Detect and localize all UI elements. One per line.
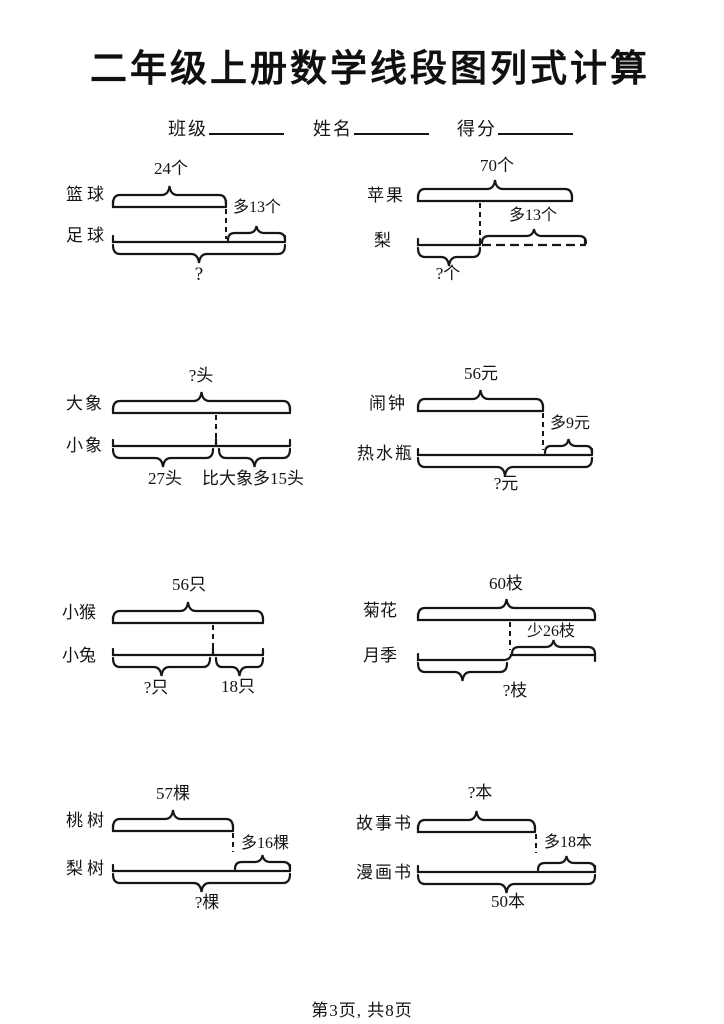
p7-top-brace bbox=[111, 809, 235, 830]
p2-row1-line bbox=[416, 193, 574, 203]
p4-top-brace bbox=[416, 389, 545, 410]
p5-row2-line bbox=[111, 647, 265, 657]
p2-row2-label: 梨 bbox=[374, 231, 391, 250]
p3-top-brace bbox=[111, 391, 292, 412]
p7-diff-label: 多16棵 bbox=[240, 835, 290, 852]
score-blank-line bbox=[498, 114, 573, 135]
p3-row1-label: 大象 bbox=[66, 394, 104, 413]
p5-bottom-right-label: 18只 bbox=[221, 677, 255, 696]
p5-row2-label: 小兔 bbox=[62, 646, 96, 665]
p1-row2-label: 足球 bbox=[66, 226, 108, 245]
p7-diff-brace bbox=[233, 854, 292, 871]
p6-top-count-label: 60枝 bbox=[489, 574, 523, 593]
p4-diff-brace bbox=[543, 438, 594, 455]
p4-row2-line bbox=[416, 447, 594, 457]
p5-row1-line bbox=[111, 615, 265, 625]
p8-row2-line bbox=[416, 864, 597, 874]
page-number: 第3页, 共8页 bbox=[311, 1001, 413, 1020]
p5-top-brace bbox=[111, 601, 265, 622]
p2-diff-label: 多13个 bbox=[508, 207, 558, 224]
p4-bottom-brace bbox=[416, 456, 594, 477]
p4-row1-label: 闹钟 bbox=[369, 394, 407, 413]
p8-row1-line bbox=[416, 824, 537, 834]
p7-row1-line bbox=[111, 823, 235, 833]
p8-row2-label: 漫画书 bbox=[356, 863, 413, 882]
name-blank-line bbox=[354, 114, 429, 135]
p1-row1-label: 篮球 bbox=[66, 185, 108, 204]
score-field-label: 得分 bbox=[457, 119, 497, 139]
p4-row2-label: 热水瓶 bbox=[357, 444, 414, 463]
p6-row1-line bbox=[416, 612, 597, 622]
p1-diff-brace bbox=[226, 225, 287, 242]
p6-top-brace bbox=[416, 598, 597, 619]
p8-diff-label: 多18本 bbox=[543, 834, 593, 851]
p6-diff-brace bbox=[510, 639, 597, 656]
p6-row2-label: 月季 bbox=[363, 646, 397, 665]
p3-bottom-left-label: 27头 bbox=[148, 469, 182, 488]
p1-bottom-brace bbox=[111, 243, 287, 264]
p4-row1-line bbox=[416, 403, 545, 413]
p6-diff-label: 少26枝 bbox=[526, 623, 576, 640]
p6-row2-line-raised-extension bbox=[416, 652, 597, 663]
p3-row2-line bbox=[111, 438, 292, 448]
p4-bottom-count-label: ?元 bbox=[493, 474, 519, 493]
p1-row2-line bbox=[111, 234, 287, 244]
p6-bottom-brace bbox=[416, 661, 509, 682]
p6-row1-label: 菊花 bbox=[363, 601, 397, 620]
p5-bottom-right-brace bbox=[214, 656, 265, 677]
p8-diff-brace bbox=[536, 855, 597, 872]
p2-row2-line bbox=[416, 237, 482, 247]
p3-bottom-right-label: 比大象多15头 bbox=[202, 469, 304, 488]
p3-row1-line bbox=[111, 405, 292, 415]
p7-bottom-count-label: ?棵 bbox=[194, 893, 220, 912]
p1-diff-label: 多13个 bbox=[232, 199, 282, 216]
p8-bottom-count-label: 50本 bbox=[491, 892, 525, 911]
p7-row2-label: 梨树 bbox=[66, 859, 108, 878]
p5-row1-label: 小猴 bbox=[62, 603, 96, 622]
p2-row1-label: 苹果 bbox=[367, 186, 405, 205]
p7-row2-line bbox=[111, 863, 292, 873]
p4-top-count-label: 56元 bbox=[464, 364, 498, 383]
p3-row2-label: 小象 bbox=[66, 436, 104, 455]
p8-bottom-brace bbox=[416, 873, 597, 894]
p2-top-brace bbox=[416, 179, 574, 200]
p3-bottom-right-brace bbox=[217, 447, 292, 468]
p8-row1-label: 故事书 bbox=[356, 814, 413, 833]
p1-bottom-count-label: ? bbox=[194, 264, 204, 285]
p1-row1-line bbox=[111, 199, 228, 209]
p1-top-brace bbox=[111, 185, 228, 206]
p1-top-count-label: 24个 bbox=[154, 159, 188, 178]
p8-top-brace bbox=[416, 810, 537, 831]
p7-row1-label: 桃树 bbox=[66, 811, 108, 830]
p4-diff-label: 多9元 bbox=[549, 415, 591, 432]
p8-top-count-label: ?本 bbox=[467, 783, 493, 802]
p7-bottom-brace bbox=[111, 872, 292, 893]
name-field: 姓名 bbox=[313, 114, 429, 141]
class-field-label: 班级 bbox=[168, 119, 208, 139]
p5-top-count-label: 56只 bbox=[172, 575, 206, 594]
name-field-label: 姓名 bbox=[313, 119, 353, 139]
page-title: 二年级上册数学线段图列式计算 bbox=[90, 47, 650, 90]
p5-bottom-left-label: ?只 bbox=[143, 678, 169, 697]
class-blank-line bbox=[209, 114, 284, 135]
p3-bottom-left-brace bbox=[111, 447, 215, 468]
class-field: 班级 bbox=[168, 114, 284, 141]
p2-top-count-label: 70个 bbox=[480, 156, 514, 175]
p7-top-count-label: 57棵 bbox=[156, 784, 190, 803]
p2-bottom-count-label: ?个 bbox=[435, 264, 461, 283]
p3-top-count-label: ?头 bbox=[188, 366, 214, 385]
p6-bottom-count-label: ?枝 bbox=[502, 681, 528, 700]
p2-diff-brace bbox=[480, 228, 588, 245]
p2-bottom-brace bbox=[416, 246, 482, 267]
p5-bottom-left-brace bbox=[111, 656, 212, 677]
score-field: 得分 bbox=[457, 114, 573, 141]
